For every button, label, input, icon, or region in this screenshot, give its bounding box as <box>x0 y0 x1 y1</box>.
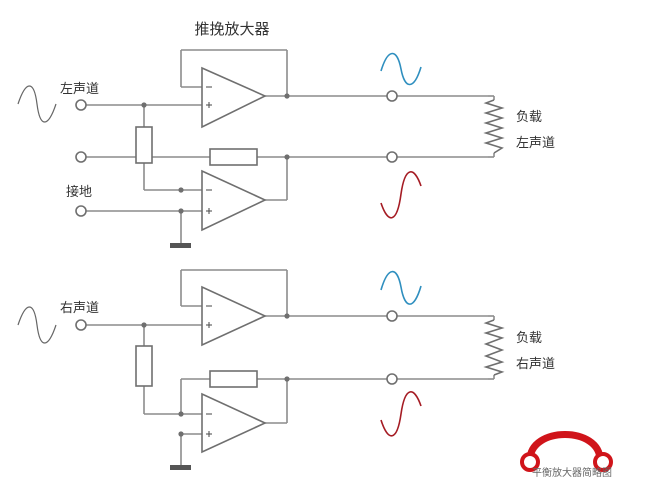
bottom-circuit: 右声道 <box>17 269 555 470</box>
watermark-text: 平衡放大器简略图 <box>532 466 612 479</box>
output-negative-wave-bottom <box>380 391 422 437</box>
feedback-resistor <box>209 370 258 388</box>
watermark-logo: 平衡放大器简略图 <box>520 431 613 479</box>
output-positive-wave-bottom <box>380 270 422 305</box>
ground-symbol-top <box>170 243 191 248</box>
voltage-divider-resistor <box>135 345 153 387</box>
load-resistor-bottom <box>483 319 505 376</box>
feedback-resistor <box>209 148 258 166</box>
op-amp-follower-top <box>201 66 267 129</box>
output-positive-wave-top <box>380 52 422 86</box>
load-label-top: 负载 <box>516 110 542 125</box>
load-label-bottom: 负载 <box>516 331 542 346</box>
headphone-left-cup-icon <box>520 452 540 472</box>
ground-label: 接地 <box>66 184 92 200</box>
junction-dots-top <box>141 93 290 214</box>
voltage-divider-resistor <box>135 126 153 164</box>
load-channel-label-top: 左声道 <box>516 136 555 151</box>
terminals-bottom <box>75 310 398 385</box>
op-amp-inverting-bottom <box>201 392 267 454</box>
input-sine-wave-top <box>17 85 57 123</box>
input-sine-wave-bottom <box>17 306 57 344</box>
right-channel-input-label: 右声道 <box>60 301 99 316</box>
op-amp-inverting-top <box>201 169 267 232</box>
wires-bottom <box>86 269 495 465</box>
output-negative-wave-top <box>380 171 422 219</box>
diagram-title: 推挽放大器 <box>194 20 269 38</box>
load-channel-label-bottom: 右声道 <box>516 357 555 372</box>
wires-top <box>86 49 495 243</box>
headphone-right-cup-icon <box>593 452 613 472</box>
terminals-top <box>75 90 398 217</box>
left-channel-input-label: 左声道 <box>60 82 99 97</box>
top-circuit: 左声道 接地 <box>17 49 555 248</box>
junction-dots-bottom <box>141 313 290 437</box>
op-amp-follower-bottom <box>201 285 267 347</box>
headphone-logo-icon <box>526 431 604 461</box>
load-resistor-top <box>483 99 505 154</box>
ground-symbol-bottom <box>170 465 191 470</box>
